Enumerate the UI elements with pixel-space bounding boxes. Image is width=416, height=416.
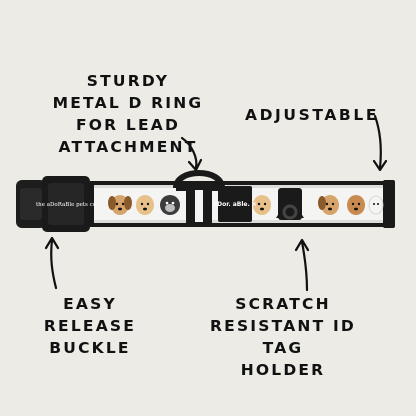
adjustable-arrowhead bbox=[372, 159, 388, 172]
release-buckle bbox=[16, 176, 94, 232]
buckle-arrowhead bbox=[44, 236, 60, 250]
d-ring-callout: STURDY METAL D RING FOR LEAD ATTACHMENT bbox=[52, 72, 204, 156]
id-tag-logo: aDor. aBle. × bbox=[213, 201, 257, 208]
buckle-callout: EASY RELEASE BUCKLE bbox=[43, 295, 137, 357]
id-tag-callout: SCRATCH RESISTANT ID TAG HOLDER bbox=[210, 295, 356, 379]
adjustable-arrow bbox=[373, 114, 382, 170]
adjustable-callout: ADJUSTABLE bbox=[244, 106, 380, 124]
id-tag-arrowhead bbox=[294, 238, 310, 252]
d-ring-arrow bbox=[180, 136, 198, 170]
d-ring-arrowhead bbox=[187, 158, 203, 172]
id-tag-arrow bbox=[300, 240, 309, 292]
buckle-arrow bbox=[50, 238, 58, 290]
d-ring bbox=[173, 170, 225, 224]
buckle-logo: the aDoRaBle pets co bbox=[36, 202, 97, 208]
id-tag-holder bbox=[218, 186, 304, 222]
